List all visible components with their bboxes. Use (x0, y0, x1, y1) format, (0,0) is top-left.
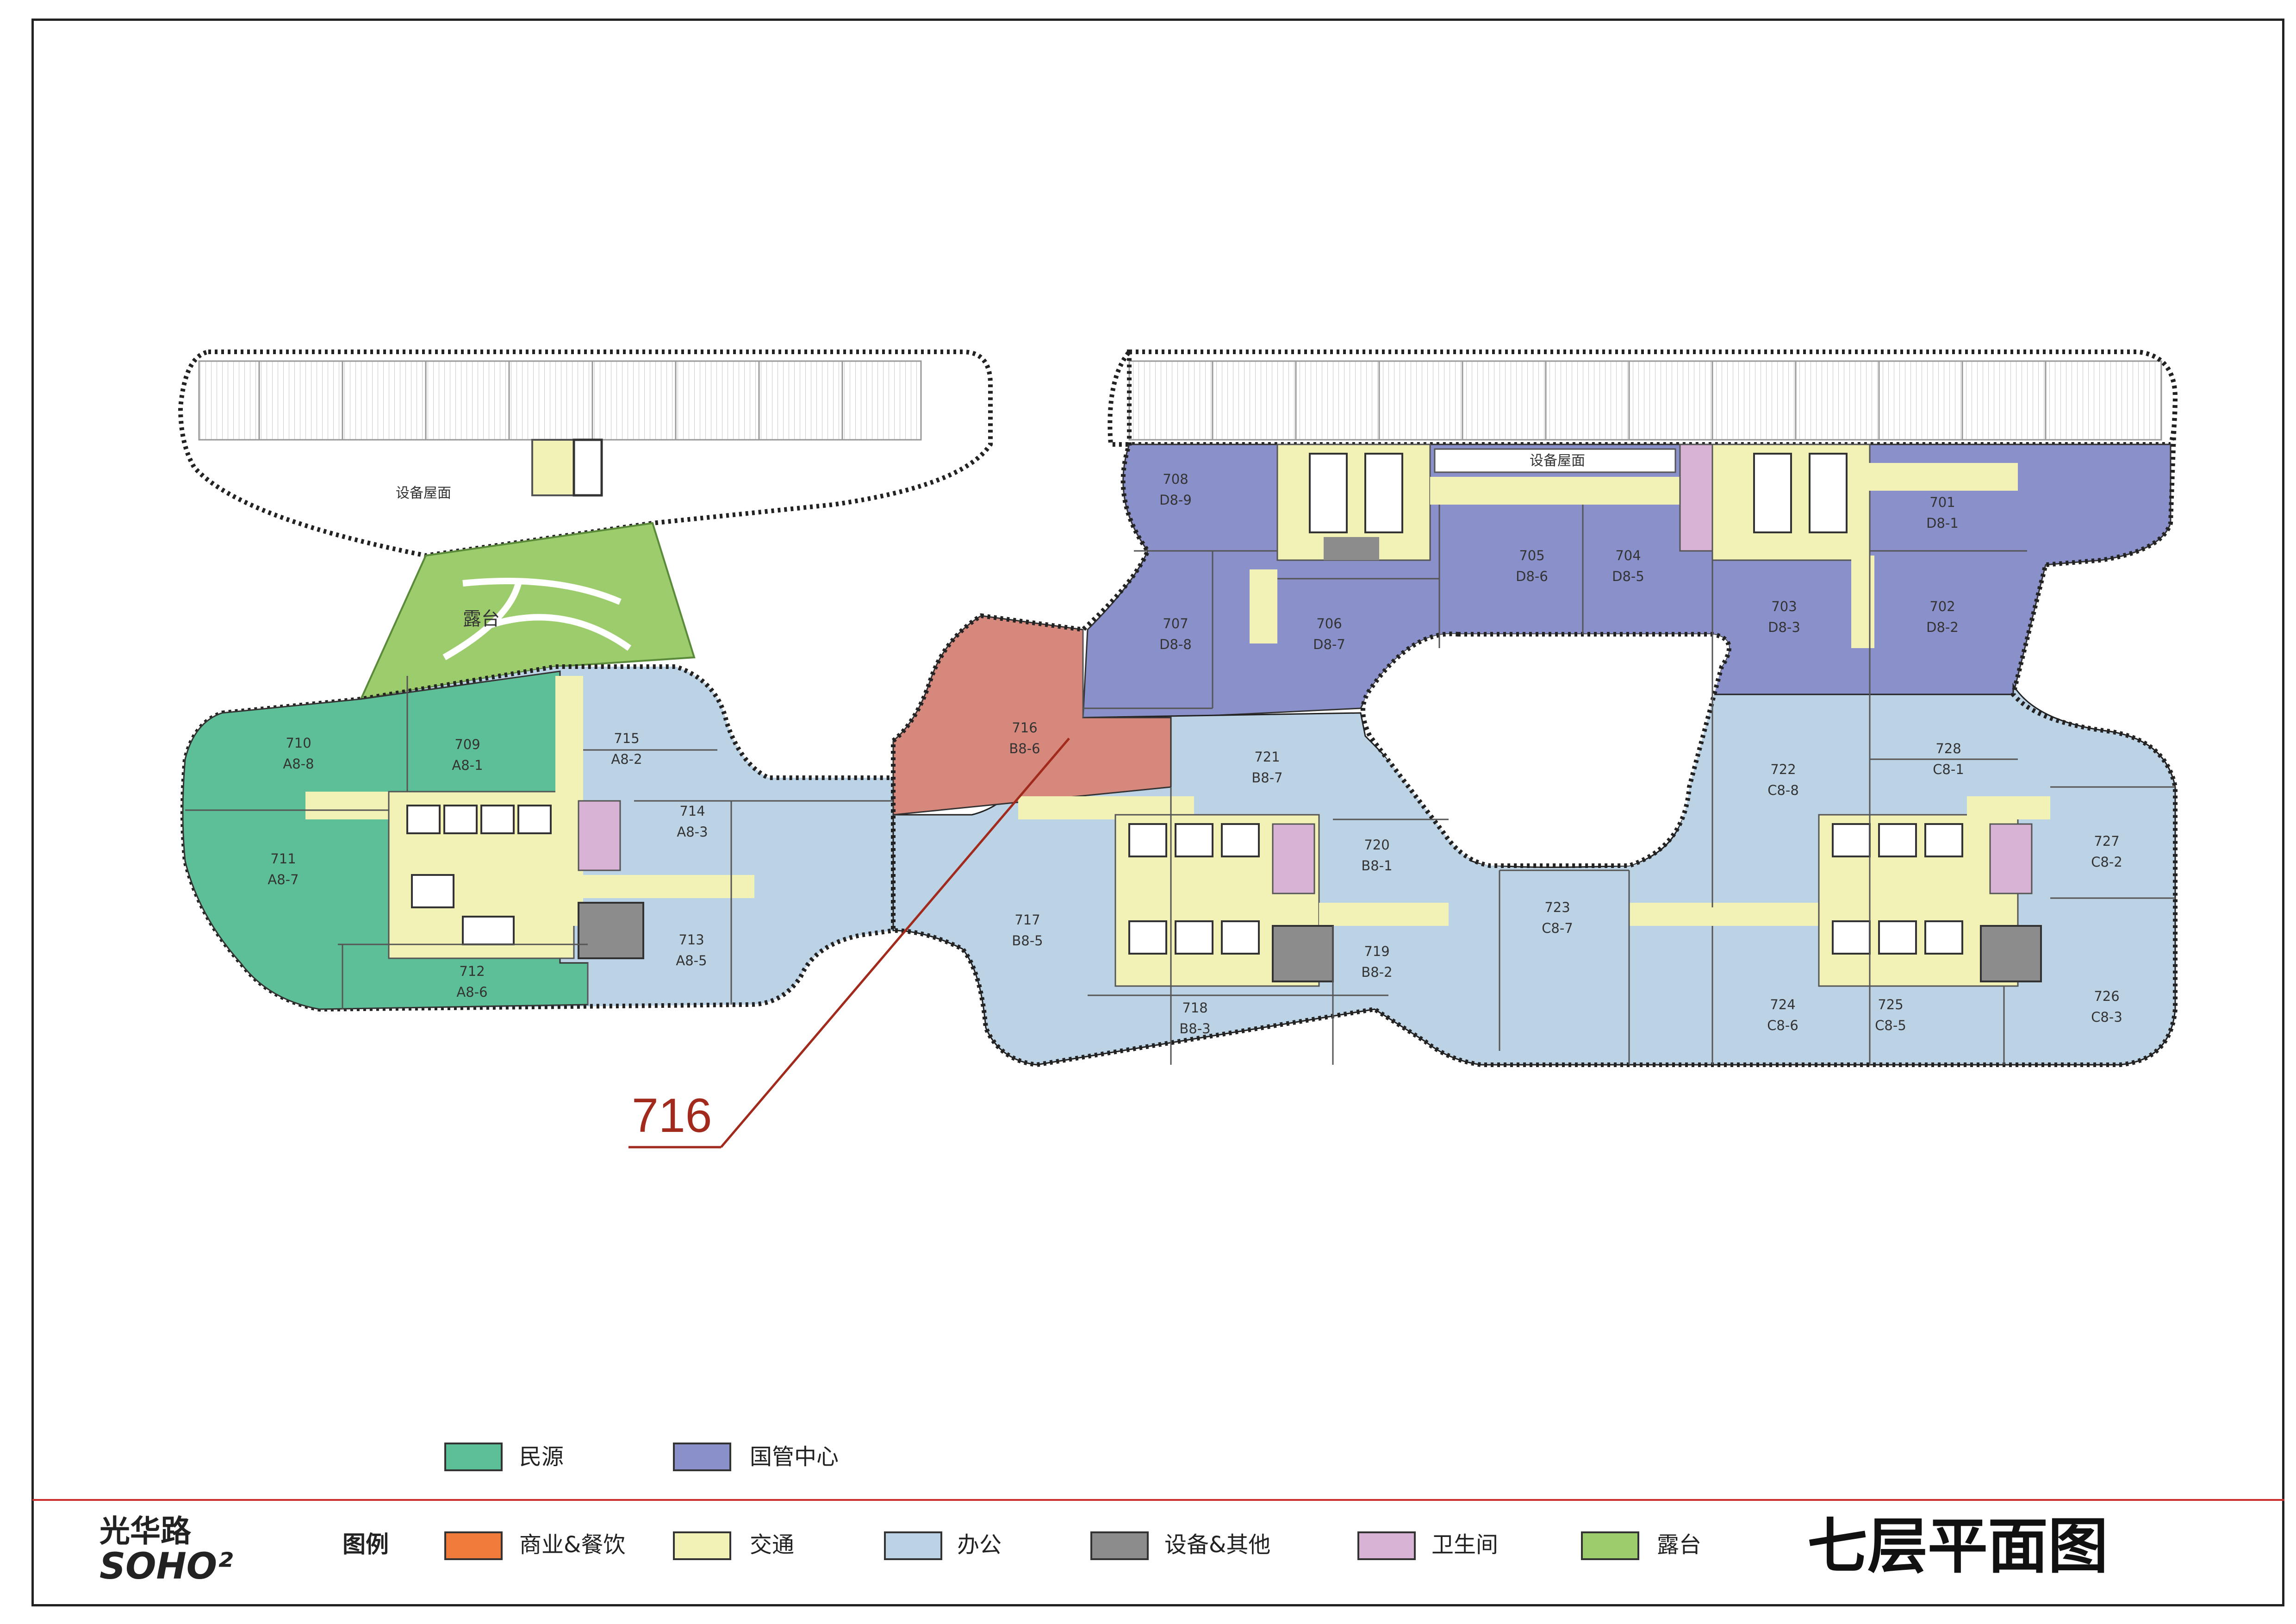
west-wing (178, 350, 993, 1012)
legend-label-retail: 商业&餐饮 (519, 1532, 625, 1558)
room-725-no: 725 (1878, 997, 1903, 1012)
room-709-code: A8-1 (452, 757, 483, 773)
legend-label-traffic: 交通 (750, 1532, 794, 1558)
east-wing (891, 350, 2178, 1068)
tenant-swatch-minyuan (444, 1443, 503, 1471)
room-711-no: 711 (270, 851, 296, 867)
room-703-no: 703 (1771, 599, 1797, 614)
room-716-code: B8-6 (1009, 741, 1040, 756)
equipment-roof-east-label: 设备屋面 (1530, 453, 1585, 469)
legend-swatch-office (884, 1531, 942, 1560)
room-717-no: 717 (1014, 912, 1040, 928)
tenant-legend: 民源 国管中心 (444, 1443, 839, 1471)
courtyard (1361, 631, 1731, 868)
room-712-code: A8-6 (456, 984, 487, 1000)
room-723-no: 723 (1544, 899, 1570, 915)
tenant-label-guoguan: 国管中心 (750, 1444, 839, 1470)
room-705-code: D8-6 (1516, 568, 1548, 584)
legend: 图例 商业&餐饮 交通 办公 设备&其他 卫生间 露台 (342, 1531, 1701, 1560)
logo-name: 光华路 (100, 1513, 192, 1549)
room-702-code: D8-2 (1926, 619, 1959, 635)
room-714-code: A8-3 (677, 824, 708, 840)
room-709-no: 709 (454, 737, 480, 752)
room-722-no: 722 (1770, 762, 1796, 777)
room-704-no: 704 (1615, 548, 1641, 563)
room-702-no: 702 (1929, 599, 1955, 614)
room-716-no: 716 (1012, 720, 1037, 736)
terrace-label: 露台 (463, 608, 500, 630)
legend-swatch-equipment (1090, 1531, 1149, 1560)
equipment-roof-west-label: 设备屋面 (396, 485, 451, 501)
page-title: 七层平面图 (1807, 1511, 2108, 1581)
room-718-no: 718 (1182, 1000, 1207, 1016)
room-710-no: 710 (286, 735, 311, 751)
room-726-code: C8-3 (2091, 1009, 2122, 1025)
room-706-no: 706 (1316, 616, 1342, 631)
room-704-code: D8-5 (1612, 568, 1644, 584)
room-727-code: C8-2 (2091, 854, 2122, 870)
room-711-code: A8-7 (268, 872, 299, 887)
drawing-frame (31, 19, 2284, 1606)
room-724-no: 724 (1770, 997, 1795, 1012)
room-715-no: 715 (614, 731, 639, 746)
room-718-code: B8-3 (1179, 1021, 1210, 1037)
room-728-no: 728 (1935, 741, 1961, 756)
room-715-code: A8-2 (611, 751, 642, 767)
room-724-code: C8-6 (1767, 1018, 1798, 1033)
room-713-no: 713 (678, 932, 704, 948)
east-block-outline (891, 350, 2178, 1068)
callout-label: 716 (632, 1089, 712, 1143)
room-728-code: C8-1 (1933, 762, 1964, 777)
legend-label-office: 办公 (957, 1532, 1002, 1558)
room-710-code: A8-8 (283, 756, 314, 772)
room-714-no: 714 (679, 803, 705, 819)
callout-716: 716 (628, 737, 1070, 1149)
legend-title: 图例 (342, 1531, 389, 1558)
legend-label-restroom: 卫生间 (1431, 1532, 1498, 1558)
room-713-code: A8-5 (676, 953, 707, 968)
room-723-code: C8-7 (1542, 920, 1573, 936)
room-722-code: C8-8 (1767, 782, 1799, 798)
room-708-code: D8-9 (1159, 492, 1192, 508)
room-717-code: B8-5 (1012, 933, 1043, 949)
legend-swatch-traffic (673, 1531, 731, 1560)
logo: 光华路 SOHO² (100, 1513, 233, 1587)
tenant-label-minyuan: 民源 (519, 1444, 564, 1470)
legend-swatch-restroom (1357, 1531, 1416, 1560)
room-701-code: D8-1 (1926, 515, 1959, 531)
room-701-no: 701 (1929, 494, 1955, 510)
room-703-code: D8-3 (1768, 619, 1800, 635)
room-725-code: C8-5 (1875, 1018, 1906, 1033)
room-726-no: 726 (2094, 988, 2119, 1004)
tenant-swatch-guoguan (673, 1443, 731, 1471)
room-719-no: 719 (1364, 943, 1389, 959)
room-720-no: 720 (1364, 837, 1389, 853)
room-705-no: 705 (1519, 548, 1544, 563)
logo-sub: SOHO² (100, 1546, 233, 1587)
room-727-no: 727 (2094, 833, 2119, 849)
room-719-code: B8-2 (1361, 964, 1392, 980)
room-721-no: 721 (1254, 749, 1280, 765)
room-721-code: B8-7 (1251, 770, 1282, 786)
room-712-no: 712 (459, 963, 485, 979)
room-707-code: D8-8 (1159, 637, 1192, 652)
room-707-no: 707 (1163, 616, 1188, 631)
room-labels: 701 D8-1 702 D8-2 703 D8-3 704 D8-5 705 … (268, 471, 2122, 1037)
legend-label-equipment: 设备&其他 (1164, 1532, 1270, 1558)
legend-label-terrace: 露台 (1657, 1532, 1701, 1558)
room-708-no: 708 (1163, 471, 1188, 487)
room-706-code: D8-7 (1313, 637, 1345, 652)
legend-swatch-terrace (1581, 1531, 1639, 1560)
legend-swatch-retail (444, 1531, 503, 1560)
room-720-code: B8-1 (1361, 858, 1392, 874)
